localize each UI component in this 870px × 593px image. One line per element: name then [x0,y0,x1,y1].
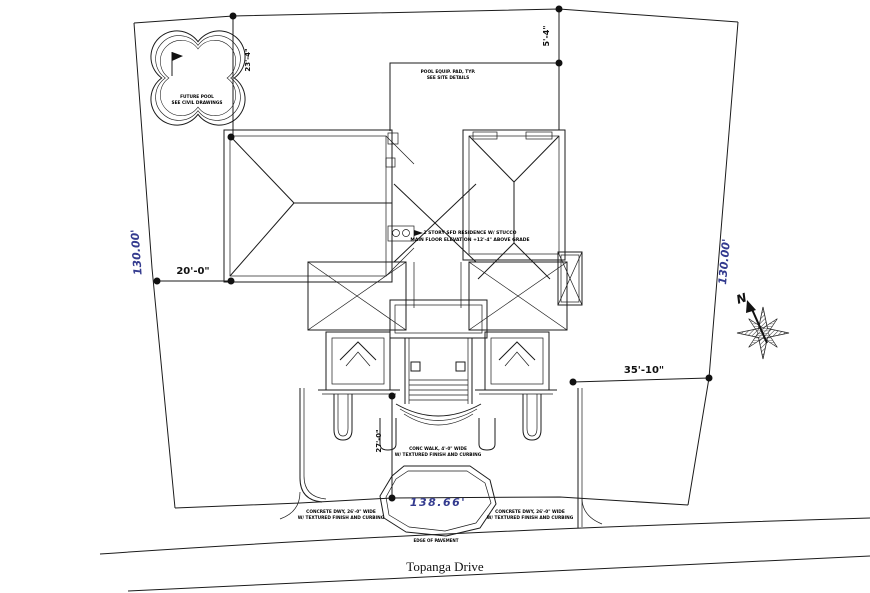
dim-frontage: 138.66' [410,496,466,509]
driveway-right-note-line1: CONCRETE DWY, 26'-0" WIDE [495,509,565,515]
dim-left-boundary: 130.00' [128,229,144,276]
pavement-note: EDGE OF PAVEMENT [414,538,459,543]
property-boundary [133,8,739,509]
future-pool [150,30,246,126]
dimension-lines [153,5,713,502]
column-legs [333,394,542,441]
residence-note-line1: 2 STORY SFD RESIDENCE W/ STUCCO [423,230,516,236]
detail-marker [387,225,423,242]
labels: 130.00' 130.00' 138.66' 20'-0" 35'-10" 5… [128,25,733,574]
roof-middle [387,183,477,308]
wing-front-right [468,261,568,395]
north-arrow-icon: N [735,290,790,360]
walk-note-line2: W/ TEXTURED FINISH AND CURBING [395,452,482,458]
pool-note-line1: FUTURE POOL [180,94,214,100]
pad-note-line1: POOL EQUIP. PAD, TYP. [421,69,476,75]
pool-flag-icon [171,52,183,76]
pool-note-line2: SEE CIVIL DRAWINGS [172,100,223,106]
equipment-pad [389,62,560,131]
dim-side-setback: 20'-0" [176,266,209,277]
street-label: Topanga Drive [406,559,484,574]
dim-right-boundary: 130.00' [716,238,733,285]
dim-walk-length: 27'-0" [375,429,383,452]
driveway-left-note-line2: W/ TEXTURED FINISH AND CURBING [298,515,385,521]
turnaround-pad [379,465,497,537]
dim-pool-setback: 23'-4" [244,48,252,71]
roof-rear-left [223,129,415,283]
residence-note-line2: MAIN FLOOR ELEVATION +12'-4" ABOVE GRADE [410,237,529,243]
street-edges [99,517,870,592]
dim-rear-setback: 35'-10" [624,365,664,376]
driveway-left-note-line1: CONCRETE DWY, 26'-0" WIDE [306,509,376,515]
north-label: N [735,290,749,306]
dim-top-setback: 5'-4" [542,25,551,46]
driveway-right-note-line2: W/ TEXTURED FINISH AND CURBING [487,515,574,521]
roof-rear-right [462,129,583,306]
driveway [279,388,603,537]
pad-note-line2: SEE SITE DETAILS [427,75,469,81]
roof-plan [223,129,583,451]
entry-porch [379,299,496,451]
roof-right-bay [557,251,583,306]
walk-note-line1: CONC WALK, 4'-0" WIDE [409,446,467,452]
